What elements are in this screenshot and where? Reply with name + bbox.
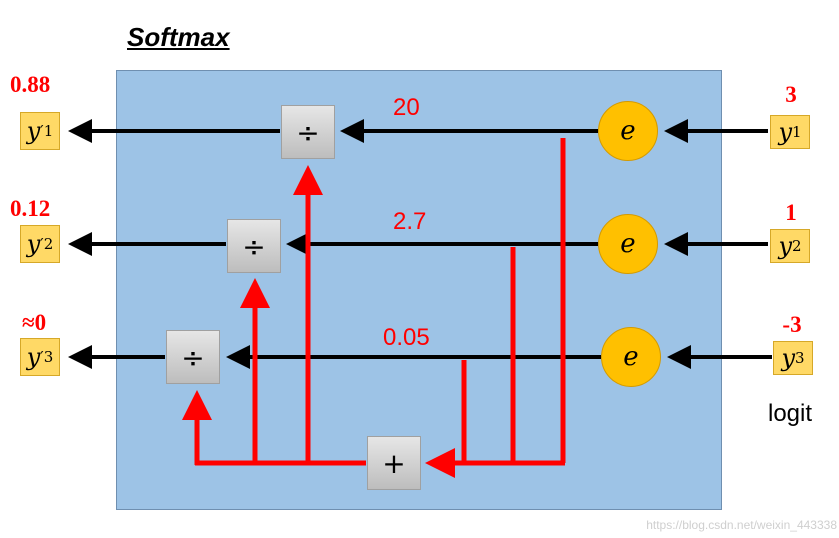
exp-value-1: 20 [393, 94, 420, 121]
input-caption: logit [768, 400, 813, 427]
input-var-3: y [781, 344, 795, 372]
divide-node-2: ÷ [227, 219, 281, 273]
output-box-3: y′3 [20, 338, 60, 376]
exp-node-1: e [598, 101, 658, 161]
output-var-1: y [26, 117, 41, 145]
output-sub-2: 2 [43, 235, 54, 253]
input-sub-3: 3 [795, 349, 805, 367]
input-var-1: y [778, 118, 792, 146]
diagram-title: Softmax [127, 22, 230, 52]
divide-node-1: ÷ [281, 105, 335, 159]
input-var-2: y [778, 232, 792, 260]
sum-node: + [367, 436, 421, 490]
exp-node-3: e [601, 327, 661, 387]
output-prime-3: ′ [40, 348, 44, 366]
output-sub-3: 3 [43, 348, 54, 366]
output-sub-1: 1 [43, 122, 54, 140]
output-value-1: 0.88 [10, 72, 51, 97]
output-var-2: y [26, 230, 41, 258]
output-var-3: y [26, 343, 41, 371]
exp-value-3: 0.05 [383, 324, 430, 351]
input-sub-1: 1 [792, 123, 802, 141]
output-box-2: y′2 [20, 225, 60, 263]
input-value-1: 3 [785, 82, 797, 107]
input-sub-2: 2 [792, 237, 802, 255]
output-value-3: ≈0 [22, 310, 47, 335]
exp-node-2: e [598, 214, 658, 274]
watermark: https://blog.csdn.net/weixin_443338 [646, 518, 837, 532]
input-value-2: 1 [785, 200, 797, 225]
output-box-1: y′1 [20, 112, 60, 150]
input-value-3: -3 [782, 312, 802, 337]
divide-node-3: ÷ [166, 330, 220, 384]
output-prime-1: ′ [40, 122, 44, 140]
output-value-2: 0.12 [10, 196, 51, 221]
exp-value-2: 2.7 [393, 208, 427, 235]
output-prime-2: ′ [40, 235, 44, 253]
